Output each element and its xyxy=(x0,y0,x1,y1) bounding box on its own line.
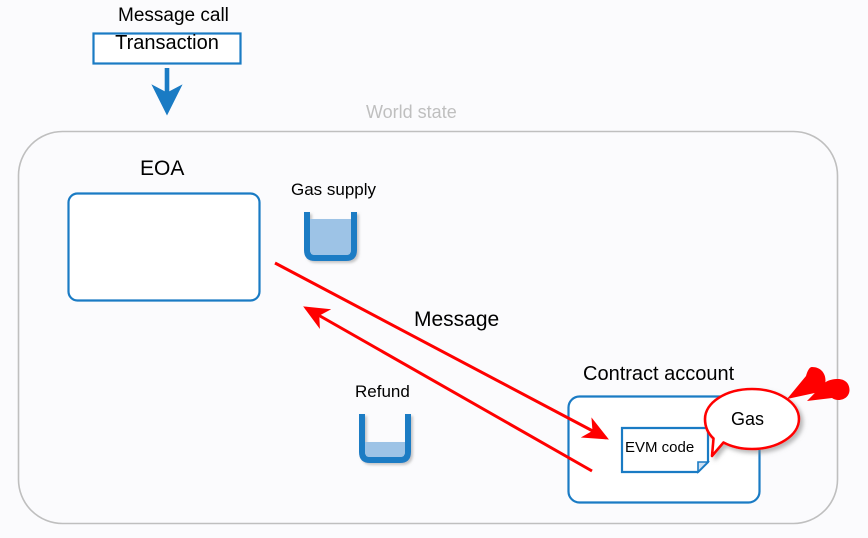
evm-code-label: EVM code xyxy=(625,439,695,456)
gas-emphasis-marks xyxy=(787,367,850,401)
world-state-container xyxy=(17,130,839,525)
evm-code-document xyxy=(620,426,710,474)
gas-bubble-label: Gas xyxy=(731,409,765,429)
gas-supply-beaker xyxy=(304,212,357,261)
eoa-box xyxy=(67,192,261,302)
message-call-label: Message call xyxy=(118,5,229,26)
return-arrow xyxy=(303,306,593,473)
world-state-label: World state xyxy=(366,102,457,122)
transaction-box xyxy=(92,32,242,65)
message-arrow xyxy=(274,261,609,440)
gas-speech-bubble xyxy=(703,387,801,458)
eoa-label: EOA xyxy=(140,157,185,180)
refund-label: Refund xyxy=(355,382,410,401)
refund-beaker xyxy=(359,414,411,463)
gas-supply-label: Gas supply xyxy=(291,180,377,199)
message-arrow-label: Message xyxy=(414,308,500,331)
transaction-label: Transaction xyxy=(115,32,219,54)
contract-account-label: Contract account xyxy=(583,363,735,385)
